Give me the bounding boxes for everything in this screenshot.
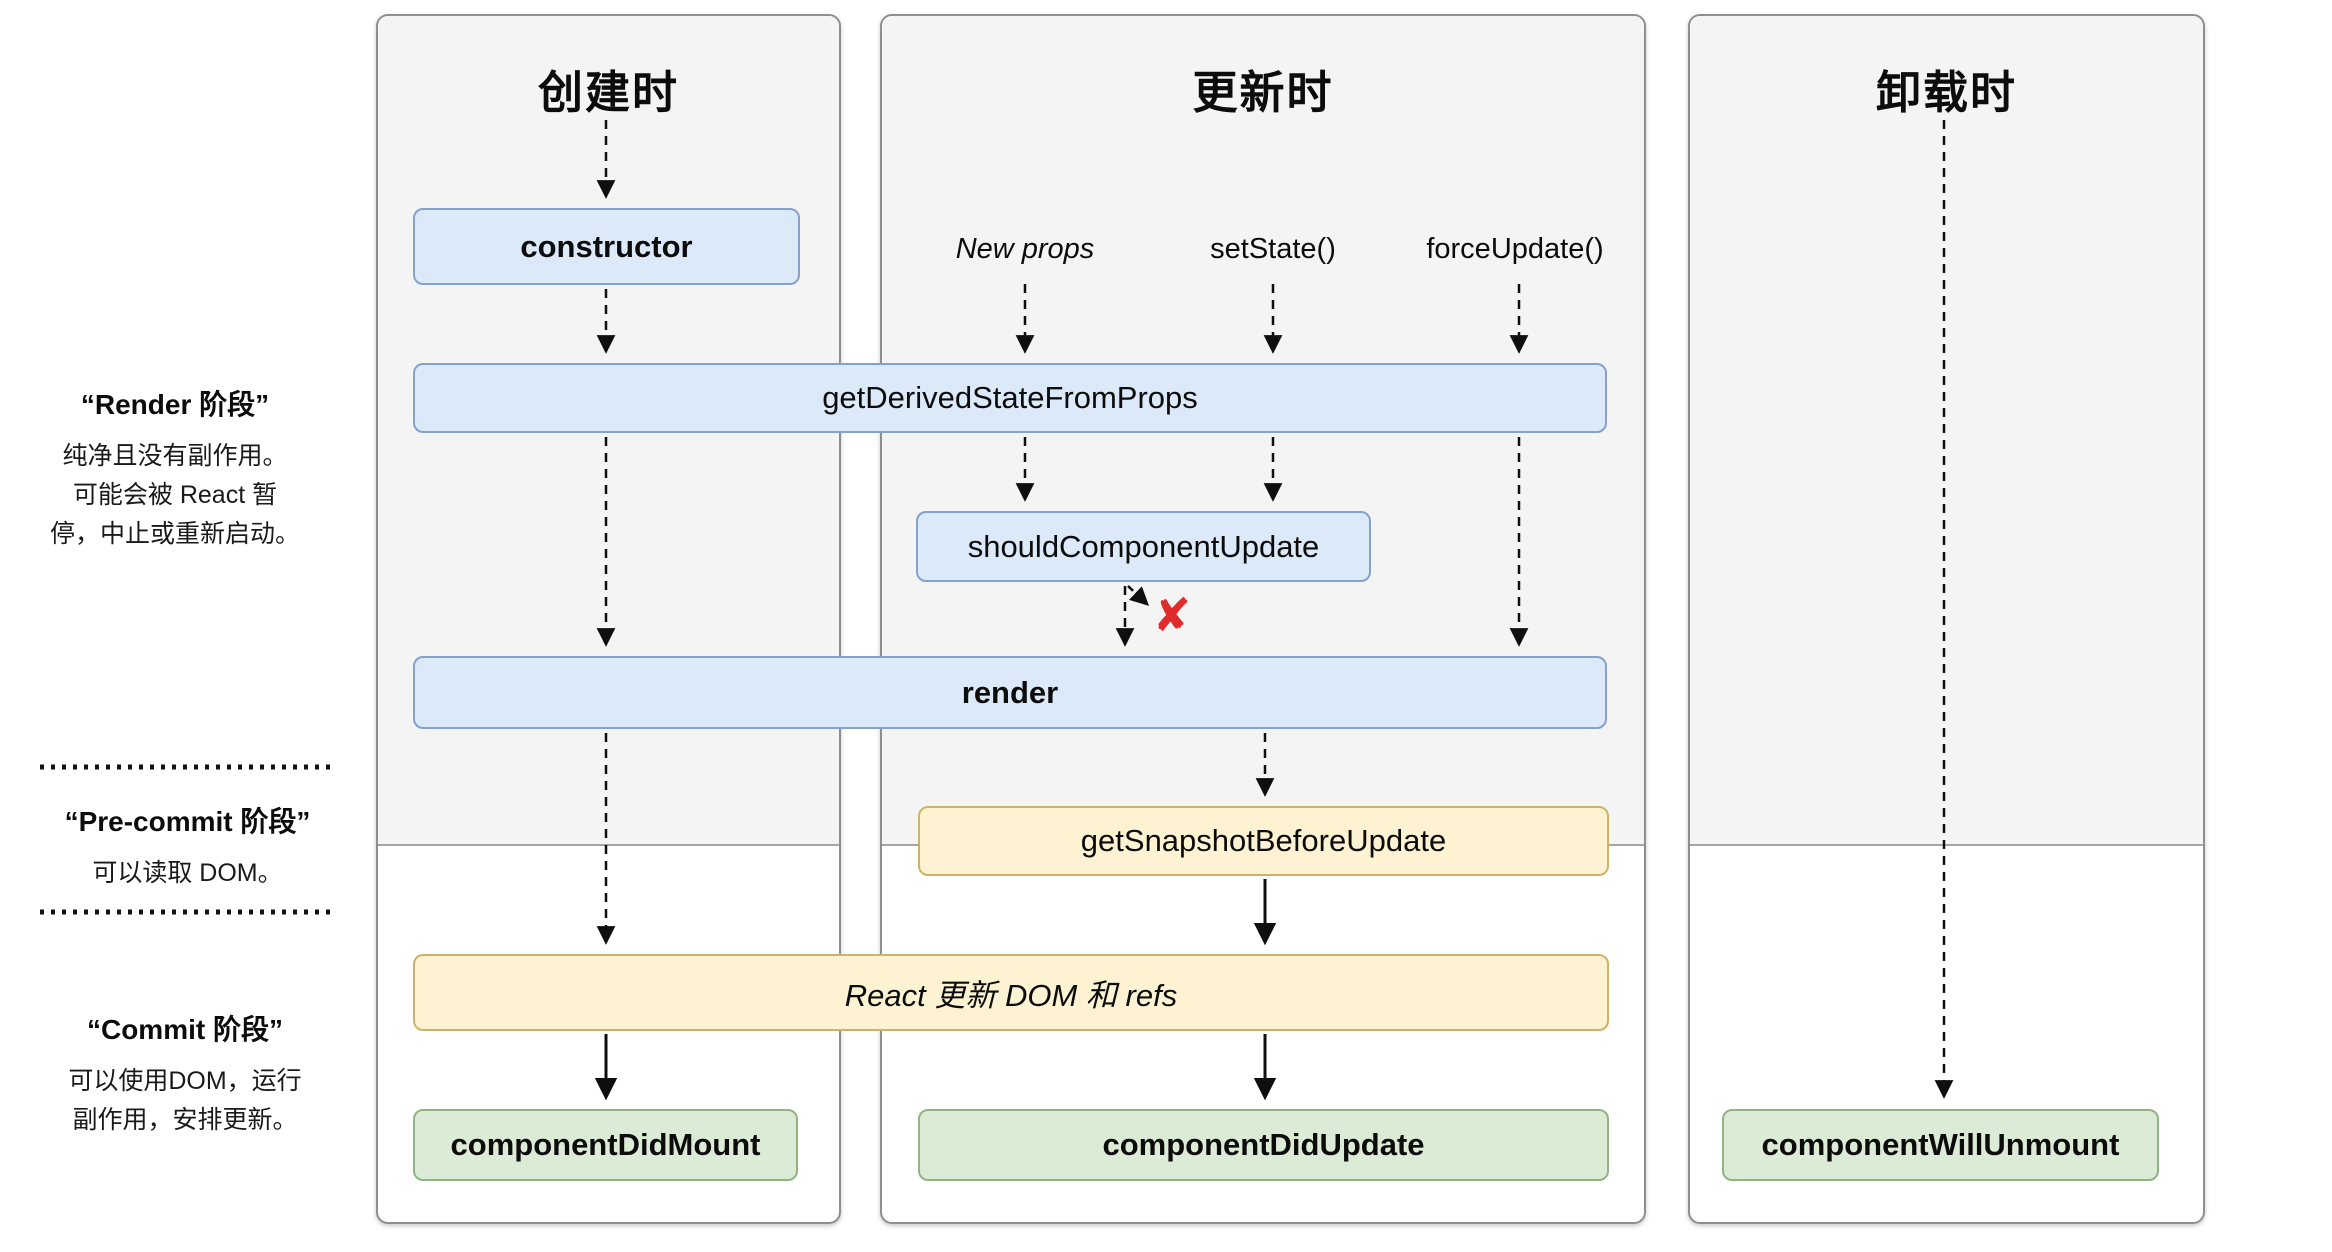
column-updating: 更新时 [880,14,1646,1224]
node-get-derived-state-from-props: getDerivedStateFromProps [413,363,1607,433]
render-phase-line-3: 停，中止或重新启动。 [49,520,300,548]
render-phase-line-1: 纯净且没有副作用。 [62,442,288,470]
node-react-updates-dom: React 更新 DOM 和 refs [413,954,1609,1031]
commit-phase-title: “Commit 阶段” [86,1014,283,1045]
trigger-set-state: setState() [1210,233,1336,265]
column-title-unmounting: 卸载时 [1875,67,2017,118]
column-mounting: 创建时 [376,14,841,1224]
node-component-did-mount: componentDidMount [413,1109,798,1181]
pre-commit-phase-title: “Pre-commit 阶段” [64,806,311,837]
node-constructor: constructor [413,208,800,285]
node-render: render [413,656,1607,729]
commit-phase-line-1: 可以使用DOM，运行 [68,1067,302,1095]
column-title-updating: 更新时 [1192,67,1334,118]
commit-phase-line-2: 副作用，安排更新。 [72,1106,298,1134]
pre-commit-phase-label: “Pre-commit 阶段” 可以读取 DOM。 [20,800,355,893]
node-get-snapshot-before-update: getSnapshotBeforeUpdate [918,806,1609,876]
trigger-new-props: New props [955,233,1095,265]
render-phase-region-unmounting [1690,16,2203,846]
node-component-did-update: componentDidUpdate [918,1109,1609,1181]
node-should-component-update: shouldComponentUpdate [916,511,1371,582]
node-component-will-unmount: componentWillUnmount [1722,1109,2159,1181]
column-title-mounting: 创建时 [537,67,679,118]
render-phase-line-2: 可能会被 React 暂 [72,481,278,509]
abort-x-icon: ✘ [1152,589,1192,641]
pre-commit-phase-line-1: 可以读取 DOM。 [92,859,283,887]
column-unmounting: 卸载时 [1688,14,2205,1224]
render-phase-label: “Render 阶段” 纯净且没有副作用。 可能会被 React 暂 停，中止或… [20,383,330,554]
render-phase-title: “Render 阶段” [80,389,270,420]
trigger-force-update: forceUpdate() [1426,233,1604,265]
commit-phase-label: “Commit 阶段” 可以使用DOM，运行 副作用，安排更新。 [20,1008,350,1140]
